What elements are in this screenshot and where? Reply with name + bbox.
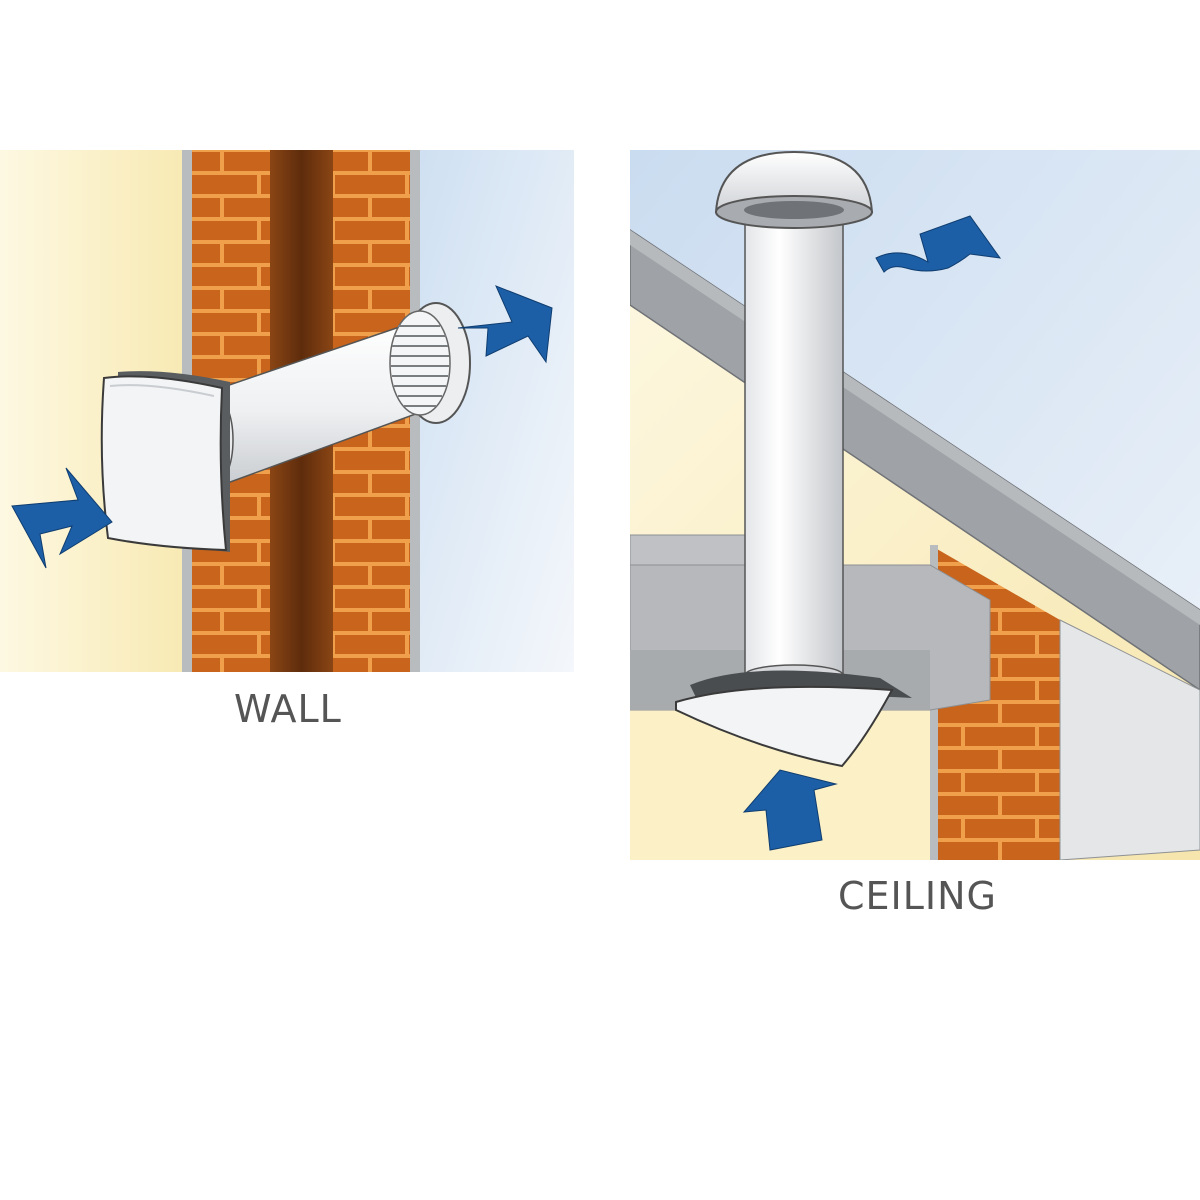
interior-diffuser-icon — [100, 371, 230, 552]
airflow-arrow-icon — [457, 285, 553, 364]
ceiling-installation-diagram — [630, 150, 1200, 860]
exterior-grille-icon — [389, 302, 471, 424]
roof-cowl-icon — [714, 150, 874, 229]
airflow-arrow-icon — [11, 467, 113, 569]
roof-soffit — [1059, 619, 1200, 860]
airflow-arrow-icon — [742, 769, 838, 851]
ceiling-diagram-svg — [630, 150, 1200, 860]
ceiling-caption: CEILING — [838, 874, 997, 918]
wall-installation-diagram — [0, 150, 574, 672]
airflow-arrow-icon — [875, 215, 1002, 273]
wall-diagram-svg — [0, 150, 574, 672]
wall-caption: WALL — [234, 687, 342, 731]
interior-diffuser-icon — [675, 670, 912, 768]
ceiling-duct-pipe — [744, 204, 844, 686]
